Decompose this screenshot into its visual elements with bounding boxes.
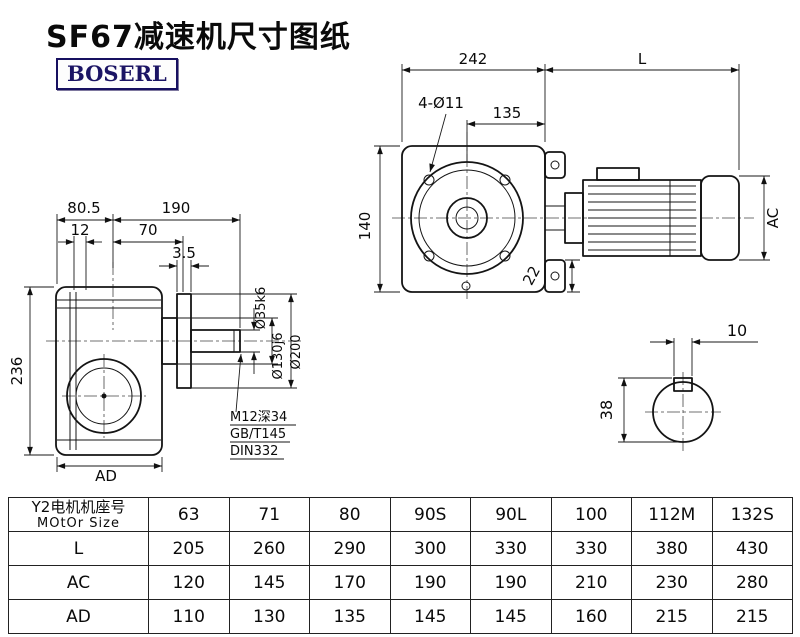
table-cell: 63 — [148, 497, 230, 532]
row-label-AC: AC — [8, 565, 149, 600]
motor-size-header-en: MOtOr Size — [37, 515, 120, 531]
table-cell: 90S — [389, 497, 471, 532]
technical-drawing: 242 L 4-Ø11 135 140 22 AC — [8, 50, 782, 485]
table-cell: 330 — [470, 531, 552, 566]
table-cell: 112M — [631, 497, 713, 532]
dim-3-5: 3.5 — [172, 244, 196, 262]
table-cell: 160 — [550, 599, 632, 634]
side-view-dimensions: 80.5 190 12 70 3.5 236 AD Ø35k6 Ø130j6 Ø… — [8, 199, 304, 485]
motor-size-header: Y2电机机座号 MOtOr Size — [8, 497, 149, 532]
table-cell: 205 — [148, 531, 230, 566]
brand-logo-text: BOSERL — [67, 61, 167, 86]
table-cell: 210 — [550, 565, 632, 600]
table-cell: 215 — [631, 599, 713, 634]
dim-AC: AC — [764, 208, 782, 228]
table-cell: 260 — [228, 531, 310, 566]
note-din-standard: DIN332 — [230, 444, 278, 459]
table-cell: 132S — [711, 497, 793, 532]
dimension-row-AD: AD 110 130 135 145 145 160 215 215 — [8, 599, 793, 634]
row-label-AD: AD — [8, 599, 149, 634]
dim-key-width-10: 10 — [727, 321, 747, 340]
dim-140: 140 — [356, 212, 374, 241]
motor-size-header-cn: Y2电机机座号 — [31, 497, 126, 516]
dim-236: 236 — [8, 357, 26, 386]
dim-shaft-diameter: Ø35k6 — [254, 287, 269, 330]
shaft-section-geometry — [652, 377, 714, 443]
dim-190: 190 — [162, 199, 191, 217]
note-gb-standard: GB/T145 — [230, 427, 286, 442]
note-tapped-hole: M12深34 — [230, 410, 287, 425]
dim-22: 22 — [519, 263, 544, 288]
dim-L: L — [638, 50, 647, 68]
table-cell: 135 — [309, 599, 391, 634]
dim-70: 70 — [138, 221, 157, 239]
table-cell: 190 — [389, 565, 471, 600]
motor-dimension-table: Y2电机机座号 MOtOr Size 63 71 80 90S 90L 100 … — [8, 497, 793, 634]
row-label-L: L — [8, 531, 149, 566]
shaft-section-dimensions: 10 38 — [597, 321, 758, 443]
table-cell: 230 — [631, 565, 713, 600]
dim-12: 12 — [70, 221, 89, 239]
dim-holes-4xd11: 4-Ø11 — [418, 94, 464, 112]
dim-key-height-38: 38 — [597, 400, 616, 420]
dim-spigot-diameter: Ø130j6 — [271, 333, 286, 380]
table-cell: 145 — [228, 565, 310, 600]
table-cell: 290 — [309, 531, 391, 566]
motor-size-row: Y2电机机座号 MOtOr Size 63 71 80 90S 90L 100 … — [8, 497, 793, 532]
table-cell: 170 — [309, 565, 391, 600]
table-cell: 300 — [389, 531, 471, 566]
table-cell: 330 — [550, 531, 632, 566]
table-cell: 130 — [228, 599, 310, 634]
dim-242: 242 — [459, 50, 488, 68]
dim-80-5: 80.5 — [67, 199, 100, 217]
dim-AD: AD — [95, 467, 117, 485]
dimension-row-AC: AC 120 145 170 190 190 210 230 280 — [8, 565, 793, 600]
table-cell: 145 — [389, 599, 471, 634]
dim-flange-diameter: Ø200 — [289, 334, 304, 369]
side-view-geometry — [55, 286, 241, 456]
table-cell: 190 — [470, 565, 552, 600]
table-cell: 430 — [711, 531, 793, 566]
table-cell: 215 — [711, 599, 793, 634]
table-cell: 280 — [711, 565, 793, 600]
table-cell: 90L — [470, 497, 552, 532]
dim-135: 135 — [493, 104, 522, 122]
table-cell: 80 — [309, 497, 391, 532]
brand-logo: BOSERL — [56, 58, 178, 90]
front-view-dimensions: 242 L 4-Ø11 135 140 22 AC — [356, 50, 782, 293]
table-cell: 110 — [148, 599, 230, 634]
table-cell: 100 — [550, 497, 632, 532]
front-view-geometry — [401, 145, 740, 293]
table-cell: 380 — [631, 531, 713, 566]
table-cell: 145 — [470, 599, 552, 634]
table-cell: 120 — [148, 565, 230, 600]
table-cell: 71 — [228, 497, 310, 532]
dimension-row-L: L 205 260 290 300 330 330 380 430 — [8, 531, 793, 566]
page-title: SF67减速机尺寸图纸 — [46, 20, 351, 55]
